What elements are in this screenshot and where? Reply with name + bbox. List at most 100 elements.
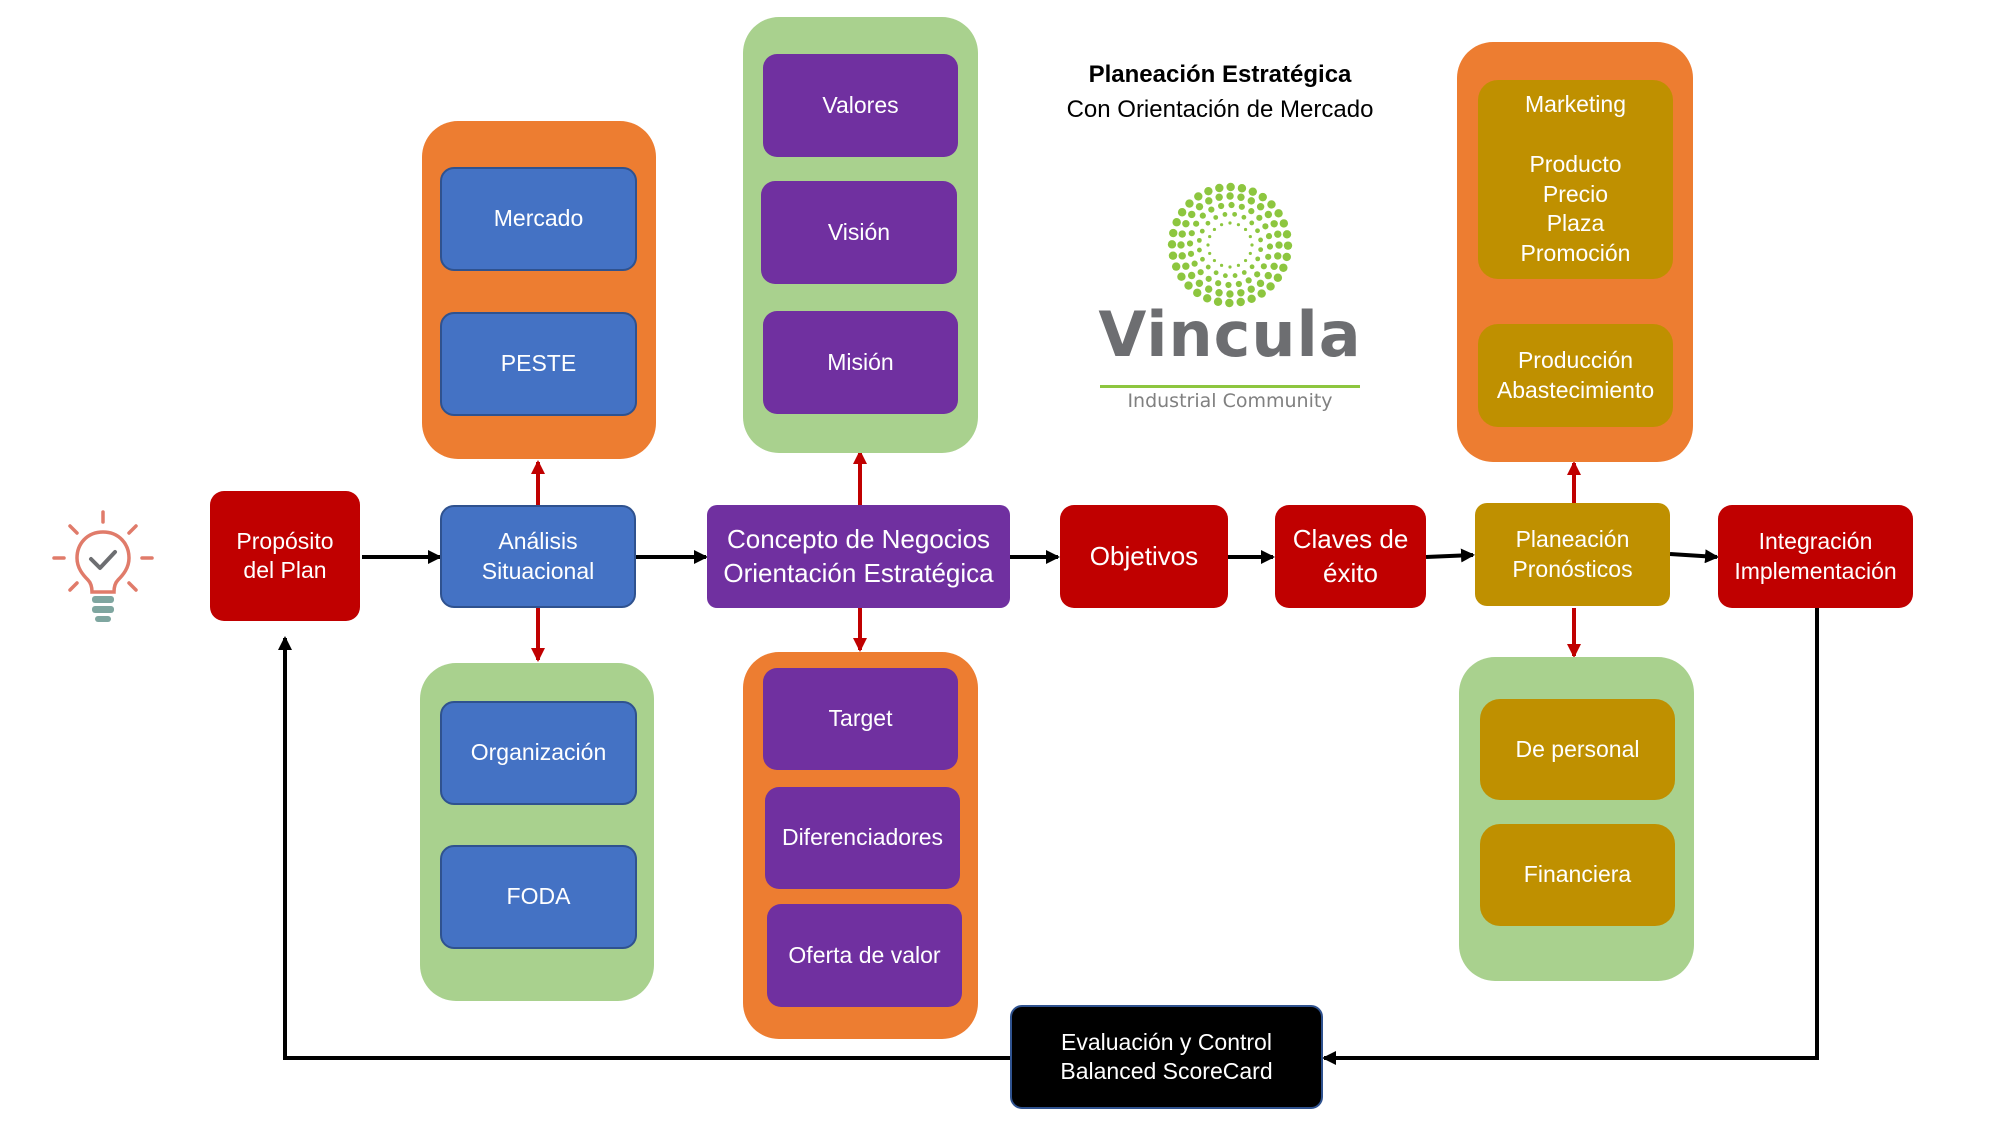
logo-dot xyxy=(1169,228,1178,238)
logo-dot xyxy=(1177,272,1186,281)
logo-dot xyxy=(1248,208,1255,215)
logo-dot xyxy=(1226,192,1234,200)
logo-dot xyxy=(1167,240,1177,249)
logo-divider xyxy=(1100,385,1360,388)
logo-dot xyxy=(1237,193,1245,201)
logo-dot xyxy=(1248,251,1252,256)
logo-dot xyxy=(1258,192,1267,202)
logo-dot xyxy=(1282,252,1291,262)
logo-dot xyxy=(1197,269,1204,276)
logo-dot xyxy=(1171,262,1181,271)
box-target: Target xyxy=(763,668,958,770)
logo-tagline: Industrial Community xyxy=(1127,390,1333,412)
logo-dot xyxy=(1187,250,1195,257)
logo-dot xyxy=(1212,227,1217,232)
box-foda: FODA xyxy=(440,845,637,949)
box-proposito-plan: Propósito del Plan xyxy=(210,491,360,621)
logo-dot xyxy=(1258,237,1263,243)
logo-dot xyxy=(1187,271,1196,280)
logo-wordmark: Vincula xyxy=(1098,298,1362,371)
logo-dot xyxy=(1228,265,1232,269)
logo-dot xyxy=(1188,230,1195,237)
logo-dot xyxy=(1212,258,1217,263)
vincula-logo: Vincula Industrial Community xyxy=(1090,180,1370,412)
logo-dot xyxy=(1265,253,1272,260)
logo-dot xyxy=(1267,200,1276,209)
logo-dots-icon xyxy=(1167,182,1293,308)
logo-dot xyxy=(1270,220,1278,228)
logo-dot xyxy=(1188,210,1196,219)
arrow-claves-planeacion xyxy=(1425,548,1475,563)
logo-dot xyxy=(1205,275,1212,282)
box-planeacion-pronosticos: Planeación Pronósticos xyxy=(1475,503,1670,606)
logo-dot xyxy=(1250,243,1254,247)
logo-dot xyxy=(1228,221,1232,225)
logo-dot xyxy=(1274,230,1282,238)
logo-dot xyxy=(1256,214,1263,221)
logo-dot xyxy=(1182,262,1190,270)
logo-dot xyxy=(1279,219,1289,228)
logo-dot xyxy=(1248,187,1257,196)
logo-dot xyxy=(1274,209,1283,218)
logo-dot xyxy=(1255,228,1260,234)
logo-dot xyxy=(1232,211,1238,217)
logo-dot xyxy=(1237,184,1247,193)
logo-dot xyxy=(1258,247,1264,253)
logo-dot xyxy=(1182,219,1190,228)
logo-dot xyxy=(1177,241,1185,249)
logo-dot xyxy=(1236,223,1241,227)
logo-dot xyxy=(1205,197,1213,205)
logo-dot xyxy=(1238,203,1245,210)
logo-dot xyxy=(1208,251,1212,256)
title-subtitle: Con Orientación de Mercado xyxy=(1066,95,1374,123)
logo-dot xyxy=(1235,280,1242,288)
logo-dot xyxy=(1204,285,1213,293)
logo-dot xyxy=(1205,264,1211,270)
logo-dot xyxy=(1228,201,1235,209)
logo-dot xyxy=(1257,289,1266,298)
logo-dot xyxy=(1237,289,1245,297)
logo-dot xyxy=(1236,297,1245,307)
logo-dot xyxy=(1206,243,1210,247)
arrow-integracion-evaluacion xyxy=(1322,608,1819,1065)
box-valores: Valores xyxy=(763,54,958,157)
logo-dot xyxy=(1178,230,1186,238)
arrow-evaluacion-proposito xyxy=(278,636,1011,1060)
logo-dot xyxy=(1193,220,1200,227)
logo-dot xyxy=(1243,258,1248,263)
logo-dot xyxy=(1205,220,1211,226)
diagram-title: Planeación Estratégica Con Orientación d… xyxy=(1040,58,1400,128)
logo-dot xyxy=(1275,241,1283,249)
box-mercado: Mercado xyxy=(440,167,637,271)
logo-dot xyxy=(1208,206,1215,213)
logo-dot xyxy=(1256,279,1265,288)
logo-dot xyxy=(1197,247,1202,253)
logo-dot xyxy=(1193,288,1202,298)
logo-dot xyxy=(1168,251,1178,260)
box-integracion-implementacion: Integración Implementación xyxy=(1718,505,1913,608)
logo-dot xyxy=(1213,270,1219,276)
box-marketing-mix: Marketing Producto Precio Plaza Promoció… xyxy=(1478,80,1673,279)
title-main: Planeación Estratégica xyxy=(1088,61,1352,88)
logo-dot xyxy=(1222,273,1228,279)
box-objetivos: Objetivos xyxy=(1060,505,1228,608)
logo-dot xyxy=(1256,203,1265,211)
logo-dot xyxy=(1282,230,1292,239)
logo-dot xyxy=(1245,277,1252,284)
logo-dot xyxy=(1184,281,1193,290)
logo-dot xyxy=(1218,202,1225,210)
box-vision: Visión xyxy=(761,181,957,284)
logo-dot xyxy=(1219,223,1224,227)
logo-dot xyxy=(1264,271,1272,280)
logo-dot xyxy=(1219,263,1224,267)
logo-dot xyxy=(1213,215,1219,220)
box-produccion: Producción Abastecimiento xyxy=(1478,324,1673,427)
logo-dot xyxy=(1260,263,1267,270)
arrow-planeacion-integracion xyxy=(1669,549,1719,564)
logo-dot xyxy=(1266,243,1274,250)
logo-dot xyxy=(1255,256,1261,262)
logo-dot xyxy=(1249,264,1255,270)
logo-dot xyxy=(1215,280,1222,287)
